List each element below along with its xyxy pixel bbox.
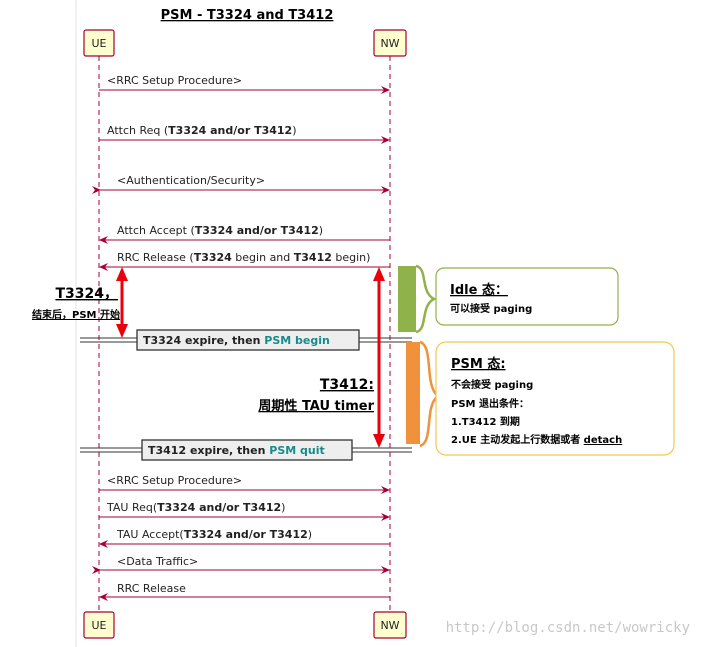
psm-note-line: 2.UE 主动发起上行数据或者 (451, 433, 584, 446)
participant-ue-bottom: UE (83, 611, 115, 639)
svg-text:RRC Release (T3324 begin and T: RRC Release (T3324 begin and T3412 begin… (117, 251, 370, 264)
message-bold: T3324 and/or T3412 (195, 224, 319, 237)
message-m10: RRC Release (99, 582, 390, 601)
message-m8: TAU Accept(T3324 and/or T3412) (99, 528, 390, 548)
participant-label: NW (380, 619, 399, 632)
svg-text:TAU Req(T3324 and/or T3412): TAU Req(T3324 and/or T3412) (106, 501, 285, 514)
timer-t3324-arrow (116, 267, 128, 338)
message-text: <Data Traffic> (117, 555, 198, 568)
participant-label: UE (91, 37, 106, 50)
idle-state-note: Idle 态： 可以接受 paging (435, 267, 619, 326)
timer-t3324-desc: 结束后，PSM 开始 (32, 308, 120, 321)
psm-state-brace (406, 340, 441, 448)
message-m6: <RRC Setup Procedure> (99, 474, 390, 494)
psm-note-line: 1.T3412 到期 (451, 415, 520, 428)
message-text: RRC Release ( (117, 251, 194, 264)
psm-note-line: 不会接受 paging (451, 378, 533, 391)
message-text: TAU Accept( (116, 528, 184, 541)
timer-t3412-label: T3412: (320, 377, 374, 393)
divider-text: T3412 expire, then (148, 444, 269, 457)
message-text: Attch Accept ( (117, 224, 195, 237)
svg-text:Attch Req (T3324 and/or T3412): Attch Req (T3324 and/or T3412) (107, 124, 297, 137)
timer-t3412-desc: 周期性 TAU timer (258, 398, 374, 414)
svg-text:<RRC Setup Procedure>: <RRC Setup Procedure> (107, 474, 242, 487)
divider-psm-quit: T3412 expire, then PSM quit (80, 439, 412, 461)
watermark: http://blog.csdn.net/wowricky (446, 620, 690, 636)
message-m1: <RRC Setup Procedure> (99, 74, 390, 94)
message-m3: <Authentication/Security> (92, 174, 390, 194)
idle-note-line: 可以接受 paging (450, 302, 532, 315)
timer-t3324-label: T3324， (55, 286, 118, 302)
divider-psm-begin: T3324 expire, then PSM begin (80, 329, 412, 351)
message-text: begin and (232, 251, 294, 264)
message-text: RRC Release (117, 582, 186, 595)
svg-text:Attch Accept (T3324 and/or T34: Attch Accept (T3324 and/or T3412) (117, 224, 323, 237)
participant-nw-top: NW (373, 29, 407, 57)
psm-note-title: PSM 态: (451, 356, 506, 372)
message-text: Attch Req ( (107, 124, 168, 137)
message-m7: TAU Req(T3324 and/or T3412) (99, 501, 390, 521)
message-text: <RRC Setup Procedure> (107, 474, 242, 487)
psm-state-note: PSM 态: 不会接受 paging PSM 退出条件： 1.T3412 到期 … (435, 341, 675, 456)
message-text: <RRC Setup Procedure> (107, 74, 242, 87)
divider-text: T3324 expire, then (143, 334, 264, 347)
participant-label: UE (91, 619, 106, 632)
participant-label: NW (380, 37, 399, 50)
svg-text:T3412 expire, then PSM quit: T3412 expire, then PSM quit (148, 444, 325, 457)
message-text: <Authentication/Security> (117, 174, 265, 187)
message-m5: RRC Release (T3324 begin and T3412 begin… (99, 251, 390, 271)
message-text: ) (281, 501, 285, 514)
timer-t3412-arrow (373, 267, 385, 448)
message-text: begin) (332, 251, 371, 264)
message-bold: T3324 and/or T3412 (184, 528, 308, 541)
svg-text:RRC Release: RRC Release (117, 582, 186, 595)
message-bold: T3324 and/or T3412 (157, 501, 281, 514)
svg-text:T3324 expire, then PSM begin: T3324 expire, then PSM begin (143, 334, 330, 347)
participant-nw-bottom: NW (373, 611, 407, 639)
divider-accent: PSM begin (264, 334, 330, 347)
message-m2: Attch Req (T3324 and/or T3412) (99, 124, 390, 144)
message-text: ) (319, 224, 323, 237)
idle-note-title: Idle 态： (450, 282, 508, 298)
message-bold: T3412 (294, 251, 332, 264)
message-bold: T3324 (194, 251, 232, 264)
message-bold: T3324 and/or T3412 (168, 124, 292, 137)
idle-state-brace (398, 264, 437, 334)
svg-text:<Data Traffic>: <Data Traffic> (117, 555, 198, 568)
svg-text:2.UE 主动发起上行数据或者 detach: 2.UE 主动发起上行数据或者 detach (451, 433, 622, 446)
svg-text:<Authentication/Security>: <Authentication/Security> (117, 174, 265, 187)
divider-accent: PSM quit (269, 444, 325, 457)
message-text: ) (292, 124, 296, 137)
psm-note-detach: detach (584, 435, 623, 446)
message-m4: Attch Accept (T3324 and/or T3412) (99, 224, 390, 244)
message-text: TAU Req( (106, 501, 157, 514)
message-text: ) (308, 528, 312, 541)
participant-ue-top: UE (83, 29, 115, 57)
svg-text:TAU Accept(T3324 and/or T3412): TAU Accept(T3324 and/or T3412) (116, 528, 312, 541)
psm-note-line: PSM 退出条件： (451, 397, 529, 410)
diagram-title: PSM - T3324 and T3412 (161, 8, 334, 23)
message-m9: <Data Traffic> (92, 555, 390, 574)
svg-text:<RRC Setup Procedure>: <RRC Setup Procedure> (107, 74, 242, 87)
